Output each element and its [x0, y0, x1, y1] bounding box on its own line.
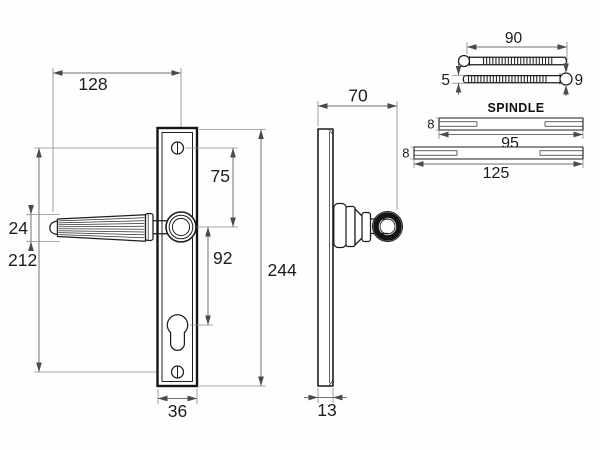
- dim-36-label: 36: [168, 401, 187, 421]
- dim-8a-label: 8: [427, 117, 434, 132]
- dim-shank-diameter: 5: [441, 64, 466, 95]
- grip-end-on-ring: [372, 211, 403, 242]
- dim-plate-thickness: 13: [304, 388, 347, 420]
- screw2-head: [559, 72, 573, 86]
- dim-projection: 70: [317, 86, 398, 210]
- dim-128-label: 128: [78, 74, 107, 94]
- bottom-screw: [170, 365, 185, 379]
- dim-screw-length: 90: [466, 30, 568, 70]
- neck-collar: [361, 211, 372, 243]
- dim-handle-to-cylinder: 92: [190, 227, 232, 326]
- screw2-shank: [462, 74, 561, 84]
- backplate-front: [156, 126, 199, 388]
- handle-rose: [165, 211, 197, 243]
- spindle1-slot-left: [438, 121, 478, 127]
- dim-plate-width: 36: [157, 389, 198, 421]
- dim-screw-to-handle: 75: [185, 147, 238, 228]
- dim-lever-length: 128: [52, 68, 182, 212]
- dim-8b-label: 8: [402, 146, 409, 161]
- spindle1-body: [438, 117, 584, 131]
- spindle2-slot-right: [539, 150, 584, 156]
- screw-head-left: [457, 54, 568, 68]
- side-view: 70 13: [304, 86, 403, 420]
- dim-grip-diameter: 24: [9, 205, 60, 251]
- top-screw: [170, 141, 185, 155]
- screw1-head: [457, 54, 471, 68]
- lever-handle: [49, 211, 197, 243]
- spindle2-slot-left: [413, 150, 458, 156]
- screw-head-right: [462, 72, 573, 86]
- dim-13-label: 13: [317, 400, 336, 420]
- dim-75-label: 75: [211, 166, 230, 186]
- grip-end-cap: [49, 220, 59, 236]
- spindle-bar-long: 8 125: [402, 146, 584, 182]
- dim-9-label: 9: [575, 72, 584, 89]
- front-view: 128 212 24: [8, 68, 297, 421]
- dim-90-label: 90: [505, 30, 523, 47]
- grip-fluting: [58, 217, 145, 239]
- spindle1-slot-right: [544, 121, 584, 127]
- dim-fixing-centres: 212: [8, 147, 172, 373]
- fixing-screws: 90 5 9: [441, 30, 583, 96]
- lever-handle-side: [333, 202, 403, 249]
- dim-70-label: 70: [348, 86, 368, 106]
- backplate-side: [317, 128, 334, 387]
- spindle-section-title: SPINDLE: [488, 101, 545, 115]
- backplate-border: [161, 132, 193, 382]
- backplate-side-outline: [317, 128, 334, 387]
- spindle-section: SPINDLE 8 95 8 125: [402, 101, 584, 182]
- dim-212-label: 212: [8, 250, 37, 270]
- dim-125-label: 125: [483, 165, 510, 182]
- dim-head-diameter: 9: [563, 62, 584, 96]
- spindle2-body: [413, 146, 584, 160]
- dim-244-label: 244: [268, 260, 297, 280]
- rose-side: [333, 202, 347, 249]
- grip-collar: [144, 212, 154, 242]
- neck-disc: [345, 205, 356, 248]
- dim-plate-height: 244: [199, 129, 297, 387]
- dim-24-label: 24: [9, 218, 29, 238]
- dim-5-label: 5: [441, 72, 450, 89]
- dim-92-label: 92: [213, 248, 232, 268]
- euro-cylinder-keyhole: [166, 314, 189, 352]
